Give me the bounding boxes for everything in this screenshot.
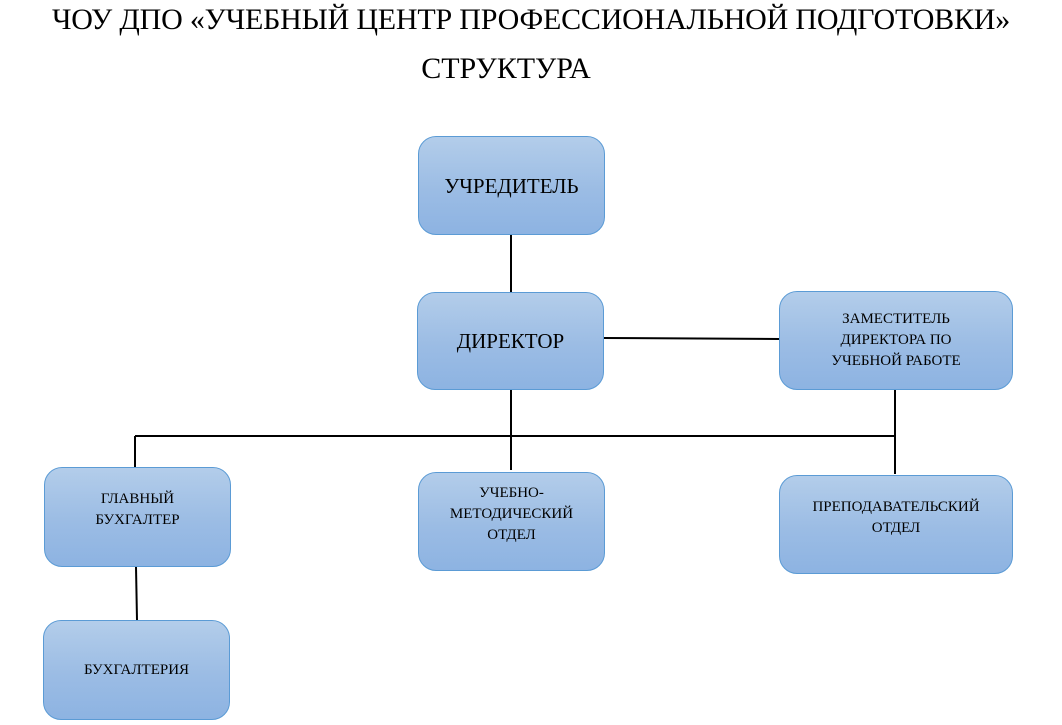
connector-chief-accountant-accounting [135,566,138,621]
node-teaching-department: ПРЕПОДАВАТЕЛЬСКИЙ ОТДЕЛ [779,475,1013,574]
node-founder-label: УЧРЕДИТЕЛЬ [444,173,579,198]
node-director-label: ДИРЕКТОР [456,329,565,353]
node-methodical-department-label: УЧЕБНО- МЕТОДИЧЕСКИЙ ОТДЕЛ [449,485,574,543]
connector-director-deputy [603,337,780,340]
node-accounting-label: БУХГАЛТЕРИЯ [83,661,190,678]
page-subtitle: СТРУКТУРА [421,52,591,85]
node-director: ДИРЕКТОР [417,292,604,390]
node-accounting: БУХГАЛТЕРИЯ [43,620,230,720]
node-methodical-department: УЧЕБНО- МЕТОДИЧЕСКИЙ ОТДЕЛ [418,472,605,571]
node-chief-accountant-label: ГЛАВНЫЙ БУХГАЛТЕР [95,491,180,528]
node-chief-accountant: ГЛАВНЫЙ БУХГАЛТЕР [44,467,231,567]
node-deputy-director-label: ЗАМЕСТИТЕЛЬ ДИРЕКТОРА ПО УЧЕБНОЙ РАБОТЕ [831,311,961,369]
page-title: ЧОУ ДПО «УЧЕБНЫЙ ЦЕНТР ПРОФЕССИОНАЛЬНОЙ … [51,3,1011,36]
node-teaching-department-label: ПРЕПОДАВАТЕЛЬСКИЙ ОТДЕЛ [812,498,980,536]
node-founder: УЧРЕДИТЕЛЬ [418,136,605,235]
node-deputy-director: ЗАМЕСТИТЕЛЬ ДИРЕКТОРА ПО УЧЕБНОЙ РАБОТЕ [779,291,1013,390]
